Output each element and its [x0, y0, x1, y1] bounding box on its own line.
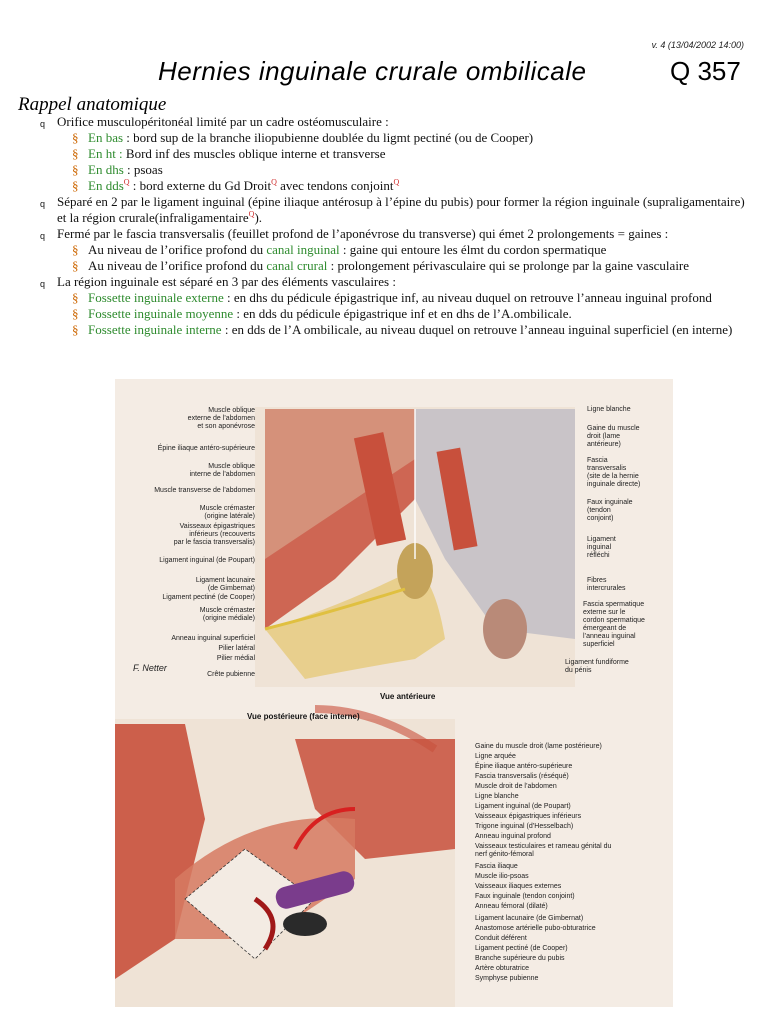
label-top-left: Muscle transverse de l’abdomen — [154, 487, 255, 494]
label-bottom-right: Épine iliaque antéro-supérieure — [475, 763, 573, 770]
label-bottom-right: Vaisseaux épigastriques inférieurs — [475, 813, 582, 820]
label-bottom-right: Ligne arquée — [475, 753, 516, 760]
section-bullet-icon: § — [72, 306, 79, 321]
label-bottom-right: Anastomose artérielle pubo-obturatrice — [475, 925, 596, 932]
label-top-left: Ligament lacunaire (de Gimbernat) — [195, 577, 255, 592]
label-top-right: Ligament fundiforme du pénis — [565, 659, 629, 674]
anatomy-illustration — [115, 407, 575, 1007]
label-top-left: Muscle oblique externe de l’abdomen et s… — [187, 407, 255, 430]
section-bullet-icon: § — [72, 130, 79, 145]
outline-item: q La région inguinale est séparé en 3 pa… — [0, 274, 768, 290]
label-bottom-right: Conduit déférent — [475, 935, 527, 942]
section-title: Rappel anatomique — [18, 94, 167, 115]
label-top-right: Ligament inguinal réfléchi — [587, 536, 616, 559]
label-bottom-right: Anneau fémoral (dilaté) — [475, 903, 548, 910]
label-top-left: Épine iliaque antéro-supérieure — [157, 445, 255, 452]
outline-item: q Orifice musculopéritonéal limité par u… — [0, 114, 768, 130]
sub-item: § En ht : Bord inf des muscles oblique i… — [72, 146, 386, 161]
label-top-left: Muscle crémaster (origine médiale) — [199, 607, 255, 622]
sub-item: § Au niveau de l’orifice profond du cana… — [72, 242, 607, 257]
label-top-right: Fascia spermatique externe sur le cordon… — [583, 601, 645, 648]
checkbox-marker-icon: q — [40, 119, 46, 129]
section-bullet-icon: § — [72, 242, 79, 257]
caption-anterior-view: Vue antérieure — [380, 692, 436, 701]
label-top-right: Faux inguinale (tendon conjoint) — [587, 499, 633, 522]
label-bottom-right: Anneau inguinal profond — [475, 833, 551, 840]
section-bullet-icon: § — [72, 258, 79, 273]
sub-item: § En dhs : psoas — [72, 162, 163, 177]
section-bullet-icon: § — [72, 290, 79, 305]
section-bullet-icon: § — [72, 162, 79, 177]
label-bottom-right: Ligament lacunaire (de Gimbernat) — [475, 915, 584, 922]
label-bottom-right: Fascia iliaque — [475, 863, 518, 870]
section-bullet-icon: § — [72, 146, 79, 161]
label-bottom-right: Faux inguinale (tendon conjoint) — [475, 893, 575, 900]
label-bottom-right: Branche supérieure du pubis — [475, 955, 565, 962]
sub-item: § Fossette inguinale moyenne : en dds du… — [72, 306, 572, 321]
label-bottom-right: Muscle ilio-psoas — [475, 873, 529, 880]
checkbox-marker-icon: q — [40, 231, 46, 241]
label-bottom-right: Gaine du muscle droit (lame postérieure) — [475, 743, 602, 750]
caption-posterior-view: Vue postérieure (face interne) — [247, 712, 360, 721]
label-bottom-right: Ligament pectiné (de Cooper) — [475, 945, 568, 952]
label-bottom-right: Fascia transversalis (réséqué) — [475, 773, 569, 780]
label-top-left: Crête pubienne — [207, 671, 255, 678]
sub-item: § En bas : bord sup de la branche iliopu… — [72, 130, 534, 145]
checkbox-marker-icon: q — [40, 199, 46, 209]
version-stamp: v. 4 (13/04/2002 14:00) — [651, 40, 744, 50]
label-top-left: Ligament pectiné (de Cooper) — [162, 594, 255, 601]
label-top-right: Fibres intercrurales — [587, 577, 626, 592]
sub-item: § En ddsQ : bord externe du Gd DroitQ av… — [72, 177, 400, 193]
label-top-left: Pilier médial — [216, 655, 255, 662]
label-top-left: Muscle oblique interne de l’abdomen — [189, 463, 255, 478]
label-bottom-right: Vaisseaux iliaques externes — [475, 883, 562, 890]
label-top-left: Ligament inguinal (de Poupart) — [159, 557, 255, 564]
outline: q Orifice musculopéritonéal limité par u… — [0, 114, 768, 338]
label-bottom-right: Ligne blanche — [475, 793, 519, 800]
label-bottom-right: Artère obturatrice — [475, 965, 530, 972]
artist-signature: F. Netter — [133, 663, 167, 673]
label-top-right: Ligne blanche — [587, 406, 631, 413]
checkbox-marker-icon: q — [40, 279, 46, 289]
anatomy-figure: Vue antérieure Vue postérieure (face int… — [115, 379, 673, 1007]
label-top-right: Gaine du muscle droit (lame antérieure) — [587, 425, 640, 448]
label-bottom-right: Trigone inguinal (d’Hesselbach) — [475, 823, 574, 830]
label-top-left: Muscle crémaster (origine latérale) — [199, 505, 255, 520]
sub-item: § Fossette inguinale externe : en dhs du… — [72, 290, 712, 305]
outline-item: q Fermé par le fascia transversalis (feu… — [0, 226, 768, 242]
label-top-left: Pilier latéral — [218, 645, 255, 652]
label-top-right: Fascia transversalis (site de la hernie … — [587, 457, 641, 488]
section-bullet-icon: § — [72, 322, 79, 337]
section-bullet-icon: § — [72, 178, 79, 193]
page-title: Hernies inguinale crurale ombilicale — [158, 56, 587, 86]
label-bottom-right: Muscle droit de l’abdomen — [475, 783, 557, 790]
sub-item: § Au niveau de l’orifice profond du cana… — [72, 258, 690, 273]
label-bottom-right: Symphyse pubienne — [475, 975, 539, 982]
question-number: Q 357 — [670, 56, 741, 86]
label-top-left: Anneau inguinal superficiel — [171, 635, 255, 642]
label-top-left: Vaisseaux épigastriques inférieurs (reco… — [173, 523, 255, 546]
label-bottom-right: Vaisseaux testiculaires et rameau génita… — [475, 843, 612, 858]
label-bottom-right: Ligament inguinal (de Poupart) — [475, 803, 571, 810]
outline-item: q Séparé en 2 par le ligament inguinal (… — [40, 194, 745, 225]
sub-item: § Fossette inguinale interne : en dds de… — [72, 322, 733, 337]
